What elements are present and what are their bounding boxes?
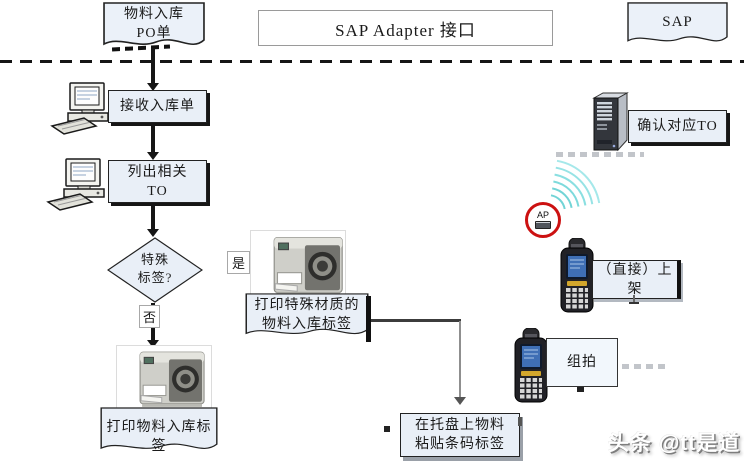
lane-separator-line bbox=[0, 60, 744, 63]
computer-icon bbox=[46, 158, 108, 217]
normal-print-document-shape: 打印物料入库标签 bbox=[100, 407, 218, 456]
list-to-label-line2: TO bbox=[147, 183, 168, 199]
grouping-label: 组拍 bbox=[567, 355, 597, 370]
arrowhead-icon bbox=[147, 340, 159, 348]
connector-remnant-mark bbox=[633, 295, 635, 302]
ap-label: AP bbox=[536, 210, 549, 220]
pallet-label-line2: 粘贴条码标签 bbox=[415, 437, 505, 452]
connector-remnant-mark bbox=[384, 426, 390, 432]
shelving-label: （直接）上架 bbox=[597, 262, 673, 297]
special-print-label-line1: 打印特殊材质的 bbox=[254, 298, 360, 313]
wifi-waves-icon bbox=[538, 152, 616, 219]
arrowhead-icon bbox=[454, 397, 466, 405]
decision-label-line1: 特殊 bbox=[140, 252, 169, 267]
po-doc-label-line1: 物料入库 bbox=[124, 7, 184, 22]
special-print-document-shape: 打印特殊材质的 物料入库标签 bbox=[245, 293, 369, 341]
connector-special-horizontal bbox=[371, 319, 461, 322]
connector-receive-to-list bbox=[151, 121, 155, 156]
process-box-list-to: 列出相关 TO bbox=[108, 160, 207, 203]
faded-text-remnant bbox=[622, 364, 666, 369]
handheld-scanner-icon bbox=[512, 327, 550, 409]
handheld-scanner-icon bbox=[558, 237, 596, 319]
process-box-grouping: 组拍 bbox=[546, 338, 618, 387]
process-box-pallet: 在托盘上物料 粘贴条码标签 bbox=[400, 413, 520, 457]
connector-special-vertical bbox=[459, 321, 461, 399]
ap-device-icon bbox=[535, 221, 551, 229]
confirm-to-label: 确认对应TO bbox=[637, 119, 718, 134]
process-box-shelving: （直接）上架 bbox=[592, 260, 681, 299]
label-printer-icon bbox=[116, 345, 212, 411]
connector-list-to-decision bbox=[151, 201, 155, 232]
computer-icon bbox=[50, 82, 112, 141]
process-box-receive: 接收入库单 bbox=[108, 90, 207, 123]
connector-po-to-receive bbox=[151, 48, 155, 88]
connector-remnant-mark bbox=[518, 417, 522, 426]
connector-remnant-mark bbox=[629, 302, 639, 304]
document-shape-icon bbox=[627, 2, 728, 42]
document-shape-icon bbox=[100, 407, 218, 450]
faded-text-remnant bbox=[556, 152, 644, 157]
yes-text: 是 bbox=[231, 256, 245, 271]
arrowhead-icon bbox=[147, 229, 159, 237]
process-box-confirm-to: 确认对应TO bbox=[628, 110, 727, 143]
special-doc-right-bar bbox=[366, 296, 371, 342]
decision-diamond-special-label: 特殊 标签? bbox=[106, 237, 204, 303]
po-document-shape: 物料入库 PO单 bbox=[103, 2, 205, 52]
no-text: 否 bbox=[142, 310, 156, 325]
connector-remnant-mark bbox=[577, 387, 584, 392]
label-printer-icon bbox=[250, 230, 346, 300]
document-shape-icon bbox=[245, 293, 369, 335]
po-doc-label-line2: PO单 bbox=[136, 26, 172, 41]
decision-label-line2: 标签? bbox=[137, 270, 173, 285]
sap-document-shape: SAP bbox=[627, 2, 728, 48]
normal-print-label: 打印物料入库标签 bbox=[106, 420, 212, 454]
sap-adapter-label: SAP Adapter 接口 bbox=[335, 20, 476, 40]
watermark-text: 头条 @tt是道 bbox=[608, 427, 740, 457]
watermark-label: 头条 @tt是道 bbox=[608, 432, 741, 455]
no-branch-label: 否 bbox=[139, 305, 160, 328]
pallet-label-line1: 在托盘上物料 bbox=[415, 418, 505, 433]
sap-adapter-title-box: SAP Adapter 接口 bbox=[258, 10, 553, 46]
arrowhead-icon bbox=[147, 83, 159, 91]
yes-branch-label: 是 bbox=[227, 251, 250, 274]
arrowhead-icon bbox=[147, 152, 159, 160]
server-icon bbox=[590, 92, 632, 159]
ap-access-point-badge: AP bbox=[525, 202, 561, 238]
receive-label: 接收入库单 bbox=[120, 99, 195, 114]
document-shape-icon bbox=[103, 2, 205, 46]
sap-doc-label: SAP bbox=[662, 14, 693, 30]
special-print-label-line2: 物料入库标签 bbox=[262, 317, 352, 332]
list-to-label-line1: 列出相关 bbox=[127, 164, 188, 180]
